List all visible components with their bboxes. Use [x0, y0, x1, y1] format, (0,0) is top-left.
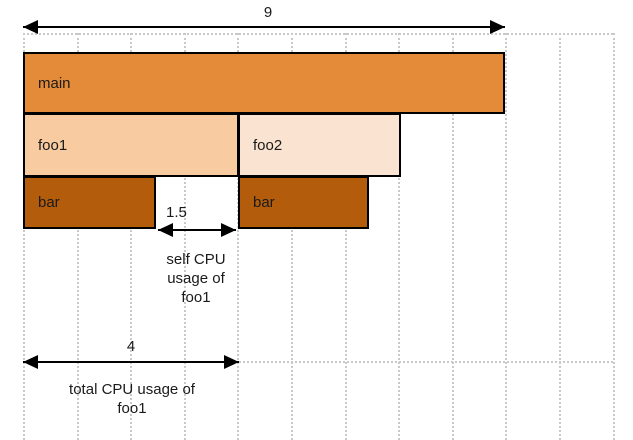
- measure-label-1-5: 1.5: [166, 204, 187, 221]
- frame-bar-1[interactable]: bar: [23, 176, 156, 229]
- frame-label-foo1: foo1: [38, 136, 68, 154]
- frame-label-main: main: [38, 74, 71, 92]
- grid-hline-top: [23, 33, 613, 35]
- caption-line-1: total CPU usage of: [69, 381, 195, 398]
- frame-foo1[interactable]: foo1: [23, 113, 239, 177]
- caption-line-1: self CPU: [166, 251, 226, 268]
- arrow-head-left: [23, 355, 38, 369]
- frame-foo2[interactable]: foo2: [238, 113, 401, 177]
- arrow-head-right: [221, 223, 236, 237]
- measure-label-9: 9: [263, 4, 273, 21]
- caption-self-cpu-usage: self CPU usage of foo1: [136, 251, 256, 307]
- arrow-head-left: [23, 20, 38, 34]
- arrow-head-right: [224, 355, 239, 369]
- caption-line-2: usage of: [167, 269, 225, 287]
- arrow-shaft: [23, 361, 239, 363]
- caption-total-cpu-usage: total CPU usage of foo1: [32, 381, 232, 419]
- arrow-shaft: [158, 229, 236, 231]
- frame-main[interactable]: main: [23, 52, 505, 114]
- arrow-shaft: [23, 26, 505, 28]
- measure-label-4: 4: [126, 338, 136, 355]
- gridline-11: [613, 33, 615, 440]
- frame-label-foo2: foo2: [253, 136, 283, 154]
- frame-label-bar-1: bar: [38, 194, 60, 211]
- caption-line-3: foo1: [181, 288, 211, 306]
- frame-bar-2[interactable]: bar: [238, 176, 369, 229]
- gridline-10: [559, 33, 561, 440]
- frame-label-bar-2: bar: [253, 194, 275, 211]
- arrow-head-right: [490, 20, 505, 34]
- arrow-head-left: [158, 223, 173, 237]
- caption-line-2: foo1: [117, 399, 147, 417]
- gridline-9: [505, 33, 507, 440]
